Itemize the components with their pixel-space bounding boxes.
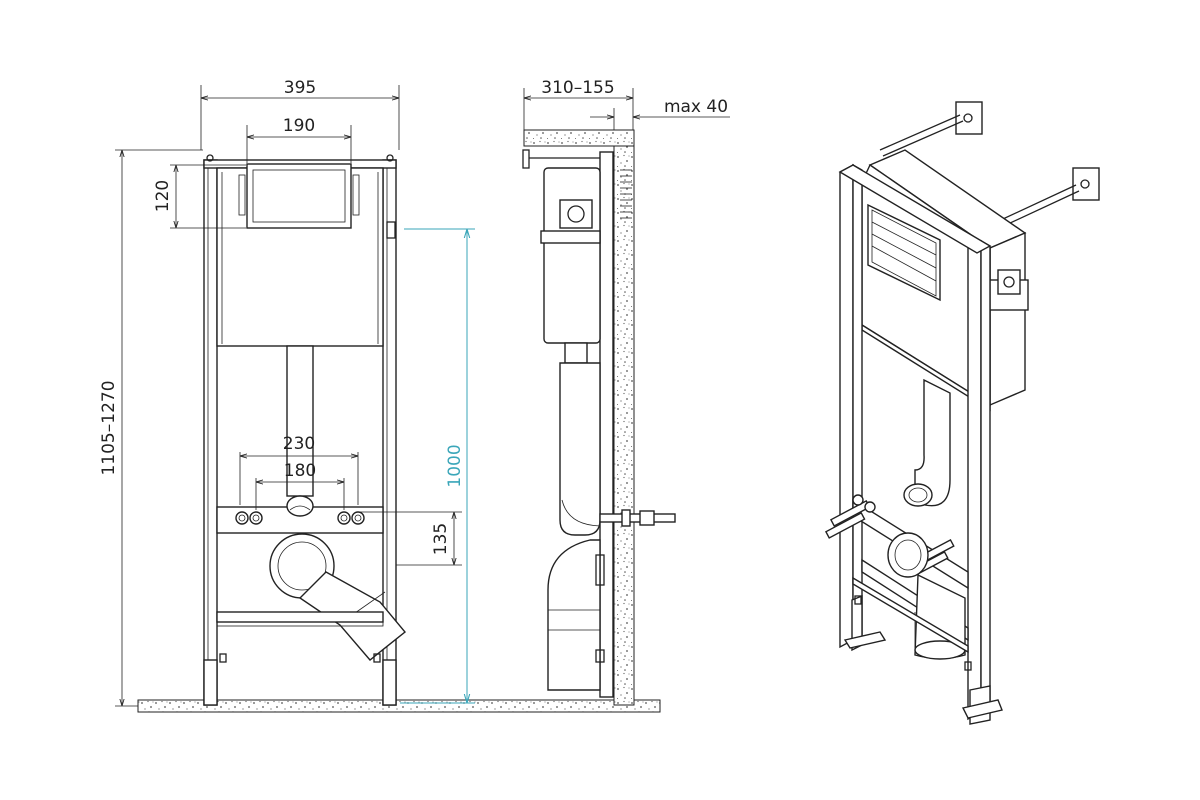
left-upright <box>203 159 218 706</box>
bowl-connector <box>547 539 601 691</box>
dim-plate-width: 190 <box>283 116 315 136</box>
iso-outlet <box>887 532 929 578</box>
dim-overall-width: 395 <box>284 78 316 98</box>
dim-pipe-spacing-inner: 180 <box>284 461 316 481</box>
dim-pipe-spacing-outer: 230 <box>283 434 315 454</box>
ceiling-slab <box>523 129 635 147</box>
cistern-side <box>543 167 601 344</box>
dimensions-front: 395 190 120 1105–1270 230 180 135 <box>99 78 475 707</box>
dim-plate-height: 120 <box>153 180 173 212</box>
dimensions-side: 310–155 max 40 <box>523 78 730 130</box>
side-view <box>522 129 676 706</box>
dim-depth: 310–155 <box>541 78 614 98</box>
dim-inlet-height: 135 <box>431 523 451 555</box>
downpipe <box>286 345 314 497</box>
flush-plate-opening <box>246 163 352 229</box>
isometric-view <box>824 101 1100 725</box>
dim-plate-reference-height: 1000 <box>445 444 465 487</box>
dim-total-height: 1105–1270 <box>99 380 119 475</box>
dim-wall-gap: max 40 <box>664 97 728 117</box>
front-view <box>203 154 406 706</box>
wall <box>613 144 635 706</box>
